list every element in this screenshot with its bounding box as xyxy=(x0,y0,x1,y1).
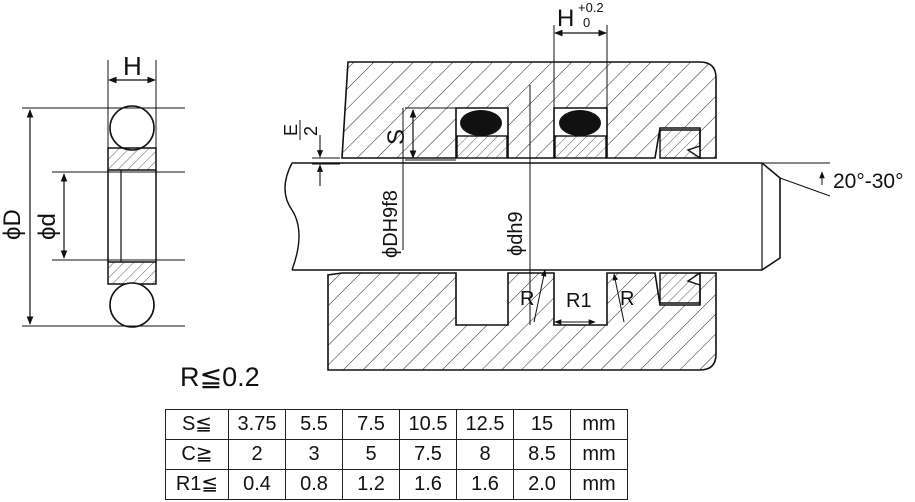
half-e-numerator: E xyxy=(281,124,301,136)
unit-cell: mm xyxy=(570,409,628,440)
radius-mid-label: R1 xyxy=(566,290,592,312)
rod-shaft xyxy=(292,162,781,271)
radius-left-label: R xyxy=(520,288,534,310)
slipper-ring-groove2 xyxy=(554,135,607,159)
slipper-ring-groove1 xyxy=(456,135,508,159)
table-cell: 8 xyxy=(456,439,514,470)
table-cell: 1.6 xyxy=(456,469,514,500)
installation-view: H +0.2 0 S E 2 ϕDH9f8 ϕdh9 R R1 R 20°-30… xyxy=(281,0,904,371)
half-e-denominator: 2 xyxy=(301,126,321,136)
oring-groove2 xyxy=(559,110,601,136)
inner-diameter-label: ϕd xyxy=(34,213,61,240)
wiper-seal-top xyxy=(659,129,703,159)
table-cell: 7.5 xyxy=(342,409,400,440)
table-cell: 1.6 xyxy=(399,469,457,500)
radius-right-label: R xyxy=(620,288,634,310)
table-cell: 0.8 xyxy=(285,469,343,500)
slipper-ring-top xyxy=(107,147,157,171)
left-width-label: H xyxy=(123,51,142,81)
groove-tolerance-lower: 0 xyxy=(583,15,590,30)
table-cell: 8.5 xyxy=(513,439,571,470)
rod-fit-label: ϕdh9 xyxy=(505,211,527,256)
unit-cell: mm xyxy=(570,469,628,500)
table-cell: 5 xyxy=(342,439,400,470)
table-cell: 7.5 xyxy=(399,439,457,470)
radius-note: R≦0.2 xyxy=(180,362,260,392)
groove-width-label: H xyxy=(557,5,574,32)
unit-cell: mm xyxy=(570,439,628,470)
seal-installation-drawing: H ϕD ϕd H +0.2 0 S xyxy=(0,0,904,371)
bore-fit-label: ϕDH9f8 xyxy=(380,190,402,258)
oring-top xyxy=(109,105,155,151)
wiper-seal-bottom xyxy=(659,272,703,304)
table-cell: 1.2 xyxy=(342,469,400,500)
table-cell: 0.4 xyxy=(228,469,286,500)
outer-diameter-label: ϕD xyxy=(0,209,26,240)
table-cell: 2 xyxy=(228,439,286,470)
row-header: C≧ xyxy=(165,439,229,470)
table-cell: 15 xyxy=(513,409,571,440)
oring-bottom xyxy=(109,282,155,328)
chamfer-angle-label: 20°-30° xyxy=(833,170,904,193)
slipper-ring-bottom xyxy=(107,261,157,285)
table-cell: 5.5 xyxy=(285,409,343,440)
row-header: R1≦ xyxy=(165,469,229,500)
table-cell: 3 xyxy=(285,439,343,470)
table-cell: 12.5 xyxy=(456,409,514,440)
row-header: S≦ xyxy=(165,409,229,440)
oring-groove1 xyxy=(460,110,502,136)
table-cell: 2.0 xyxy=(513,469,571,500)
section-label: S xyxy=(383,129,410,145)
table-cell: 3.75 xyxy=(228,409,286,440)
table-cell: 10.5 xyxy=(399,409,457,440)
seal-section-view: H ϕD ϕd xyxy=(0,51,185,328)
groove-tolerance-upper: +0.2 xyxy=(578,0,604,15)
